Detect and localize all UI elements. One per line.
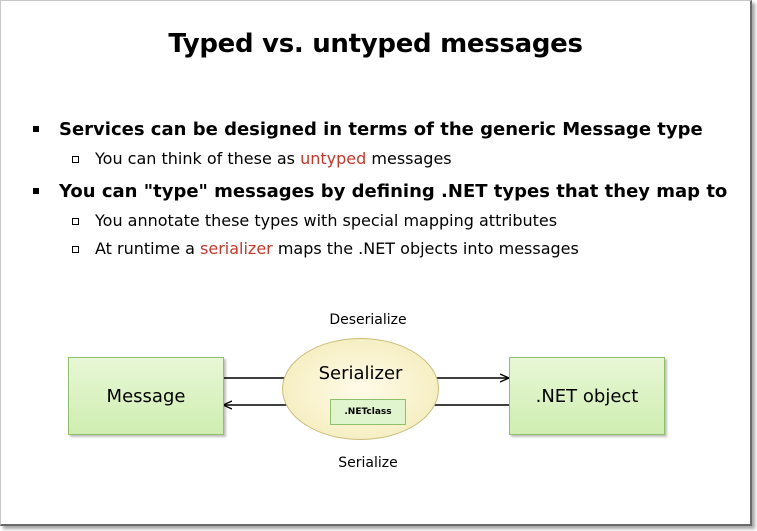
- serialization-diagram: Deserialize Serialize Message Serializer…: [1, 301, 750, 481]
- highlight-text: untyped: [300, 149, 367, 168]
- square-bullet-icon: [33, 188, 39, 194]
- bullet-item: You can "type" messages by defining .NET…: [31, 177, 741, 207]
- diagram-arrows: [222, 301, 750, 481]
- message-box: Message: [68, 357, 224, 435]
- net-class-box: .NETclass: [330, 399, 406, 425]
- serialize-label: Serialize: [338, 455, 398, 471]
- bullet-text: You can "type" messages by defining .NET…: [59, 181, 728, 202]
- sub-bullet-text: At runtime a: [95, 239, 201, 258]
- hollow-square-bullet-icon: [72, 246, 79, 253]
- sub-bullet-text: You can think of these as: [95, 149, 301, 168]
- hollow-square-bullet-icon: [72, 218, 79, 225]
- highlight-text: serializer: [200, 239, 273, 258]
- sub-bullet-text: maps the .NET objects into messages: [272, 239, 579, 258]
- sub-bullet-item: At runtime a serializer maps the .NET ob…: [31, 235, 741, 263]
- slide-title: Typed vs. untyped messages: [168, 29, 583, 59]
- message-box-label: Message: [106, 385, 186, 407]
- bullet-text: Services can be designed in terms of the…: [59, 119, 703, 140]
- square-bullet-icon: [33, 126, 39, 132]
- sub-bullet-text: You annotate these types with special ma…: [95, 211, 558, 230]
- deserialize-label: Deserialize: [329, 312, 407, 328]
- serializer-label: Serializer: [318, 363, 403, 384]
- serializer-ellipse: Serializer .NETclass: [282, 338, 439, 440]
- sub-bullet-item: You annotate these types with special ma…: [31, 207, 741, 235]
- hollow-square-bullet-icon: [72, 156, 79, 163]
- net-object-label: .NET object: [535, 385, 639, 407]
- bullet-item: Services can be designed in terms of the…: [31, 115, 741, 145]
- net-class-label: .NETclass: [344, 407, 392, 417]
- bullet-list: Services can be designed in terms of the…: [31, 115, 741, 263]
- sub-bullet-text: messages: [366, 149, 452, 168]
- sub-bullet-item: You can think of these as untyped messag…: [31, 145, 741, 173]
- net-object-box: .NET object: [509, 357, 665, 435]
